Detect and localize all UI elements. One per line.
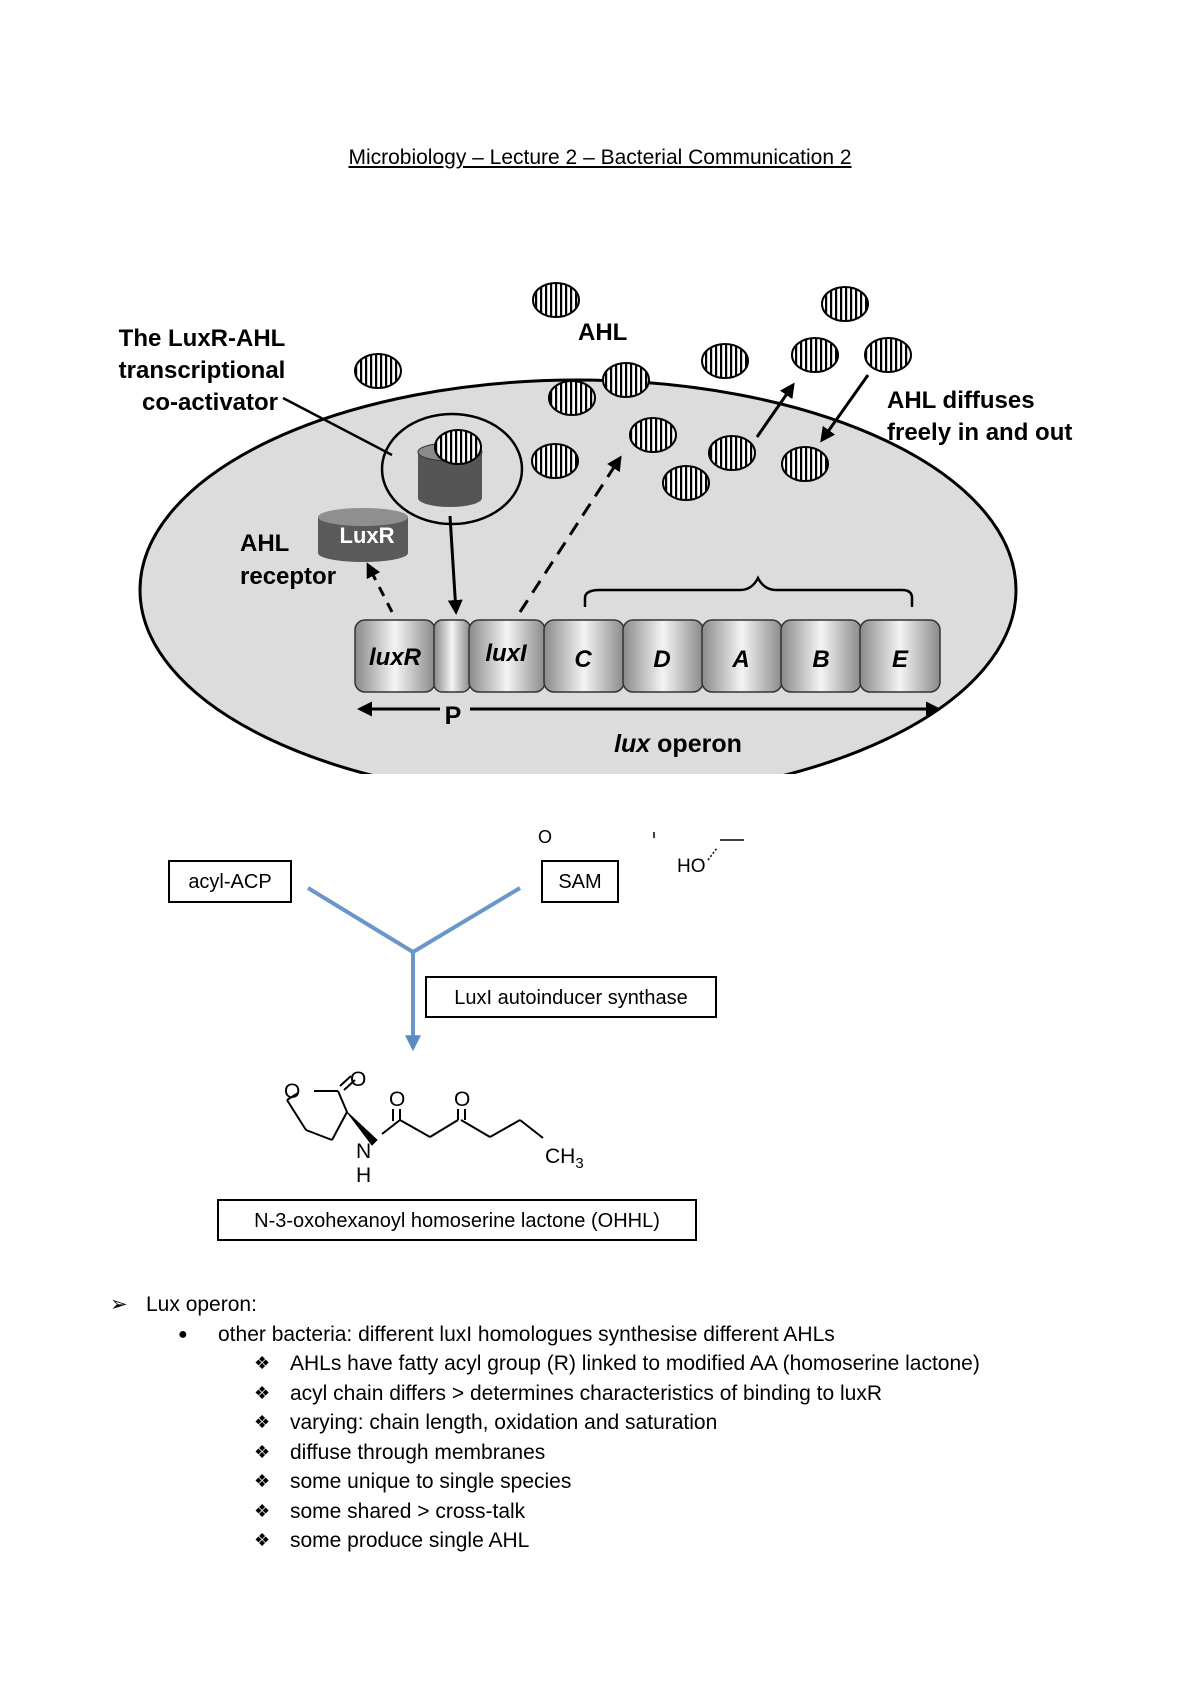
diamond-bullet-icon: ❖ — [254, 1500, 271, 1521]
gene-luxR: luxR — [369, 644, 422, 671]
operon-label: lux operon — [614, 730, 742, 758]
sam-label: SAM — [558, 871, 601, 893]
luxr-protein-label: LuxR — [340, 523, 395, 548]
list-item-level1: ➢ Lux operon: — [110, 1290, 980, 1320]
ohhl-o4: O — [454, 1088, 470, 1111]
ohhl-o3: O — [389, 1088, 405, 1111]
ahl-label: AHL — [578, 319, 627, 346]
diamond-bullet-icon: ❖ — [254, 1412, 271, 1432]
diamond-bullet-icon: ❖ — [254, 1471, 271, 1491]
list-item: ❖ diffuse through membranes — [110, 1438, 980, 1468]
ahl-molecule — [701, 343, 749, 379]
list-item-level2: ● other bacteria: different luxI homolog… — [110, 1320, 980, 1350]
diamond-bullet-icon: ❖ — [254, 1353, 271, 1373]
ahl-molecule — [548, 380, 596, 416]
gene-C: C — [574, 646, 592, 673]
arrow-bullet-icon: ➢ — [110, 1293, 128, 1316]
diffuse-label-2: freely in and out — [887, 419, 1072, 446]
product-label: N-3-oxohexanoyl homoserine lactone (OHHL… — [254, 1210, 660, 1232]
ahl-molecule — [354, 353, 402, 389]
enzyme-box — [425, 976, 717, 1018]
ahl-molecule — [602, 362, 650, 398]
luxr-ahl-complex — [417, 429, 483, 507]
coactivator-label-2: transcriptional — [119, 357, 286, 384]
luxr-protein: LuxR — [318, 508, 408, 562]
list-item: ❖ varying: chain length, oxidation and s… — [110, 1408, 980, 1438]
ohhl-o1: O — [284, 1080, 300, 1103]
ahl-molecule — [821, 286, 869, 322]
acyl-acp-box — [168, 860, 292, 903]
diamond-bullet-icon: ❖ — [254, 1441, 271, 1462]
ahl-molecule — [629, 417, 677, 453]
list-item: ❖ some shared > cross-talk — [110, 1497, 980, 1527]
gene-luxI: luxI — [485, 640, 528, 667]
ohhl-ch3: CH3 — [545, 1145, 584, 1172]
ahl-molecule — [708, 435, 756, 471]
ohhl-o2: O — [350, 1068, 366, 1091]
gene-E: E — [892, 646, 909, 673]
ahl-synthesis-diagram: O HO acyl-ACP SAM LuxI autoinducer synth… — [168, 827, 744, 1241]
page-title: Microbiology – Lecture 2 – Bacterial Com… — [348, 146, 852, 169]
lux-operon-diagram: LuxR luxR luxI C D A B E P lux operon Th… — [119, 282, 1072, 776]
ohhl-h: H — [356, 1164, 371, 1187]
sam-box — [541, 860, 619, 903]
ahl-molecule — [532, 282, 580, 318]
ahl-molecule — [531, 443, 579, 479]
diamond-bullet-icon: ❖ — [254, 1530, 271, 1550]
lecture-notes: ➢ Lux operon: ● other bacteria: differen… — [110, 1290, 980, 1556]
list-item: ❖ some produce single AHL — [110, 1526, 980, 1556]
coactivator-label-1: The LuxR-AHL — [119, 325, 286, 352]
ahl-molecule — [781, 446, 829, 482]
receptor-label-2: receptor — [240, 563, 336, 590]
gene-A: A — [731, 646, 749, 673]
gene-B: B — [812, 646, 829, 673]
operon-genes — [354, 619, 941, 693]
gene-D: D — [653, 646, 670, 673]
sam-o-label: O — [538, 827, 552, 847]
dot-bullet-icon: ● — [178, 1325, 188, 1343]
product-box — [217, 1199, 697, 1241]
receptor-label-1: AHL — [240, 530, 289, 557]
ahl-molecule — [791, 337, 839, 373]
ahl-molecules — [354, 282, 912, 501]
ohhl-structure — [286, 1075, 544, 1146]
enzyme-label: LuxI autoinducer synthase — [454, 987, 688, 1009]
ahl-molecule — [864, 337, 912, 373]
ahl-molecule — [662, 465, 710, 501]
promoter-label: P — [445, 702, 462, 730]
ohhl-n: N — [356, 1140, 371, 1163]
list-item: ❖ AHLs have fatty acyl group (R) linked … — [110, 1349, 980, 1379]
diamond-bullet-icon: ❖ — [254, 1382, 271, 1403]
diffuse-label-1: AHL diffuses — [887, 387, 1035, 414]
sam-ho-label: HO — [677, 856, 706, 877]
acyl-acp-label: acyl-ACP — [188, 871, 271, 893]
coactivator-label-3: co-activator — [142, 389, 278, 416]
list-item: ❖ acyl chain differs > determines charac… — [110, 1379, 980, 1409]
list-item: ❖ some unique to single species — [110, 1467, 980, 1497]
